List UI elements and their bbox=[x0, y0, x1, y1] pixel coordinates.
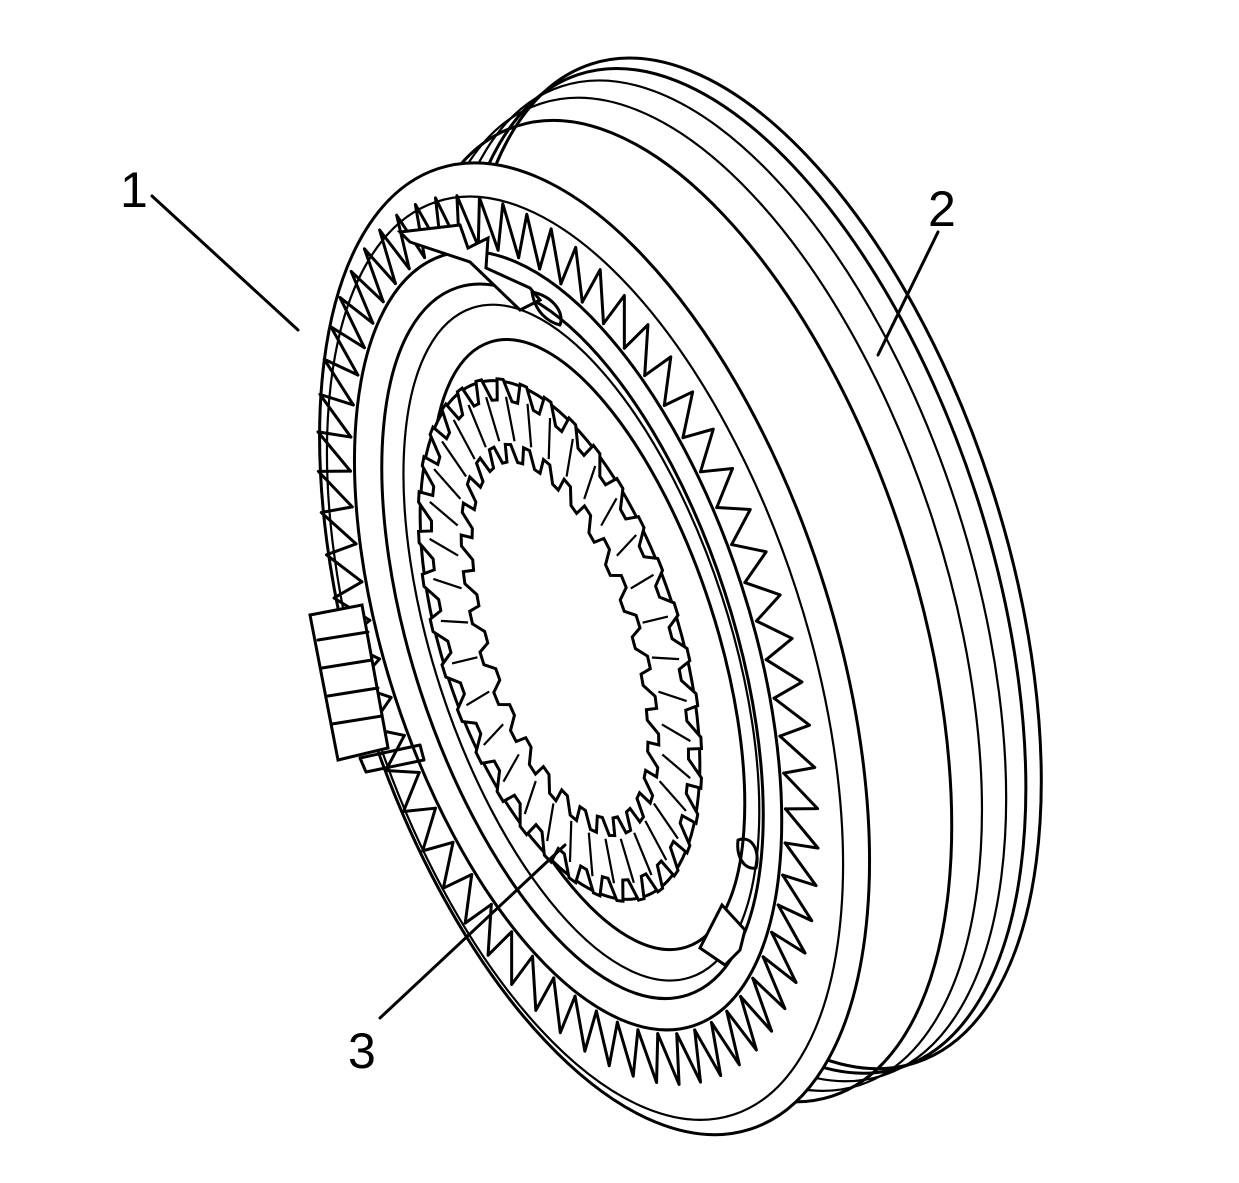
ring-key-slot-bottom bbox=[698, 837, 759, 967]
hub bbox=[416, 377, 704, 903]
leader-lines bbox=[150, 194, 940, 1020]
callout-2: 2 bbox=[928, 181, 956, 237]
ring-key-slot-top bbox=[396, 223, 563, 327]
leader-line-3 bbox=[378, 843, 567, 1020]
callout-1: 1 bbox=[120, 162, 148, 218]
leader-line-2 bbox=[876, 230, 940, 357]
callout-3: 3 bbox=[348, 1023, 376, 1079]
leader-line-1 bbox=[150, 194, 300, 332]
ring-key-slot-left bbox=[308, 603, 426, 774]
